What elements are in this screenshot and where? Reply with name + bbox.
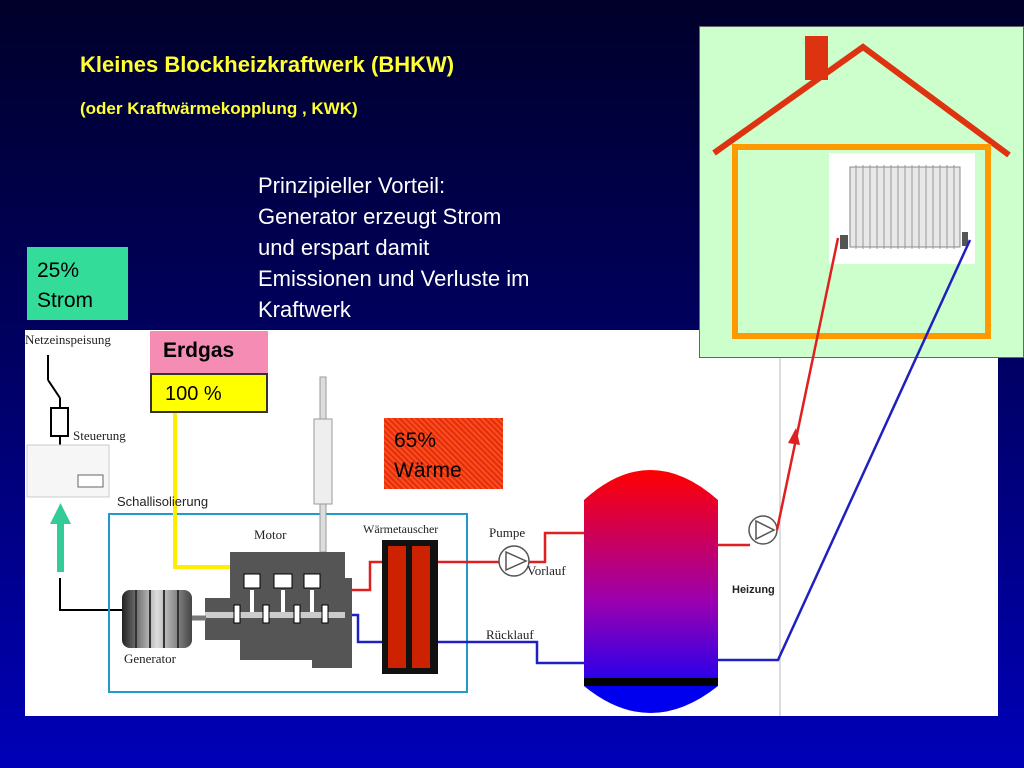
advantage-line: und erspart damit	[258, 235, 430, 260]
advantage-line: Kraftwerk	[258, 297, 351, 322]
heat-share-label: Wärme	[394, 459, 462, 482]
heating-label: Heizung	[732, 584, 775, 596]
gas-share-box: 100 %	[150, 373, 268, 413]
return-label: Rücklauf	[486, 627, 534, 642]
grid-feed-label: Netzeinspeisung	[25, 332, 111, 347]
gas-label-box: Erdgas	[150, 331, 268, 373]
flow-label: Vorlauf	[527, 563, 566, 578]
slide-title: Kleines Blockheizkraftwerk (BHKW)	[80, 52, 455, 77]
control-label: Steuerung	[73, 428, 126, 443]
house-panel	[699, 26, 1024, 358]
house-drawing	[712, 36, 1011, 339]
advantage-line: Prinzipieller Vorteil:	[258, 173, 446, 198]
roof-icon	[712, 43, 1011, 158]
sound-insulation-label: Schallisolierung	[117, 494, 209, 509]
advantage-line: Emissionen und Verluste im	[258, 266, 530, 291]
heat-exchanger-label: Wärmetauscher	[363, 522, 439, 536]
advantage-text: Prinzipieller Vorteil: Generator erzeugt…	[258, 170, 598, 325]
engine-label: Motor	[254, 527, 287, 542]
heat-share-box: 65% Wärme	[384, 418, 503, 489]
pump-label: Pumpe	[489, 525, 526, 540]
slide-subtitle: (oder Kraftwärmekopplung , KWK)	[80, 99, 358, 118]
power-share-label: Strom	[37, 289, 94, 312]
power-share-value: 25%	[37, 259, 80, 282]
advantage-line: Generator erzeugt Strom	[258, 204, 502, 229]
chimney-icon	[805, 36, 828, 80]
generator-label: Generator	[124, 651, 176, 666]
radiator-icon	[840, 165, 968, 249]
power-share-box: 25% Strom	[27, 247, 128, 320]
heat-share-value: 65%	[394, 429, 437, 452]
